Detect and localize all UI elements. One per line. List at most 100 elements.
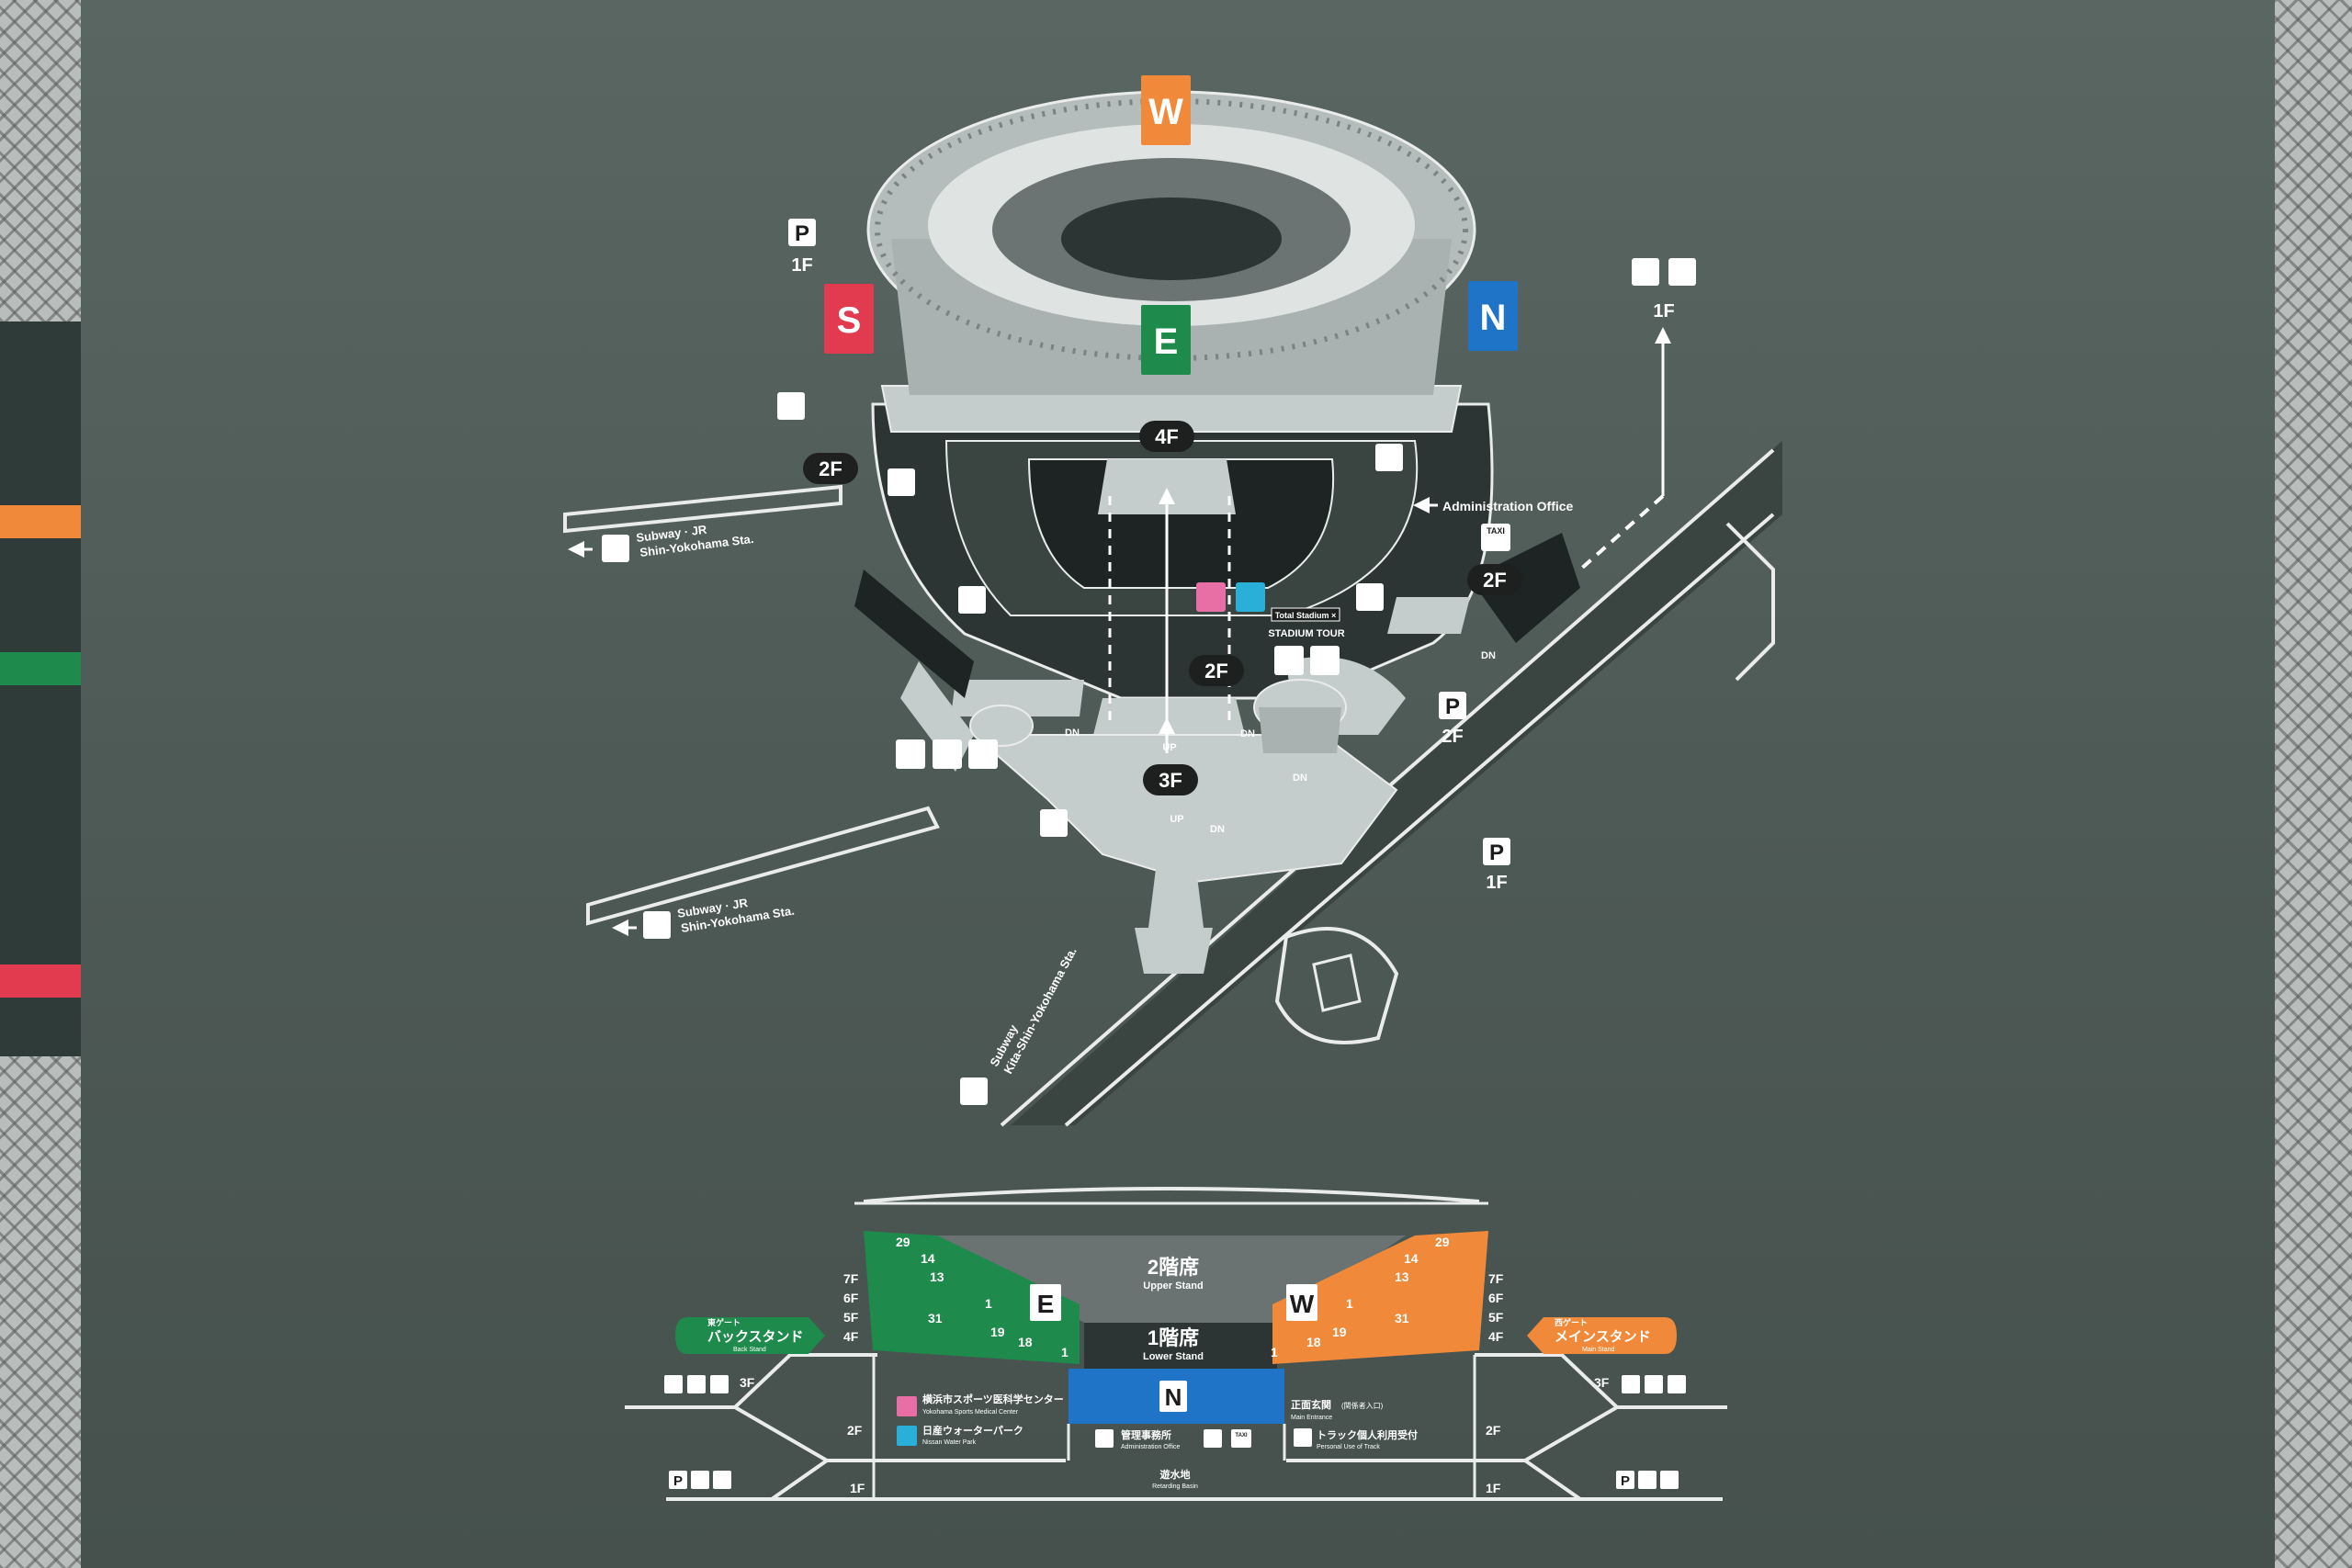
svg-text:Main Stand: Main Stand (1582, 1347, 1615, 1353)
svg-text:Administration Office: Administration Office (1442, 499, 1574, 513)
east-stand (864, 1231, 1080, 1364)
svg-text:1: 1 (1061, 1345, 1069, 1359)
medical-center-icon (1196, 582, 1226, 612)
svg-text:7F: 7F (1488, 1271, 1504, 1286)
atm-icon (1375, 444, 1403, 471)
water-park-icon (897, 1426, 917, 1446)
train-icon (960, 1077, 988, 1105)
svg-text:東ゲート: 東ゲート (707, 1317, 741, 1327)
svg-text:1: 1 (1346, 1296, 1353, 1311)
svg-text:3F: 3F (1159, 769, 1182, 792)
svg-text:4F: 4F (1155, 425, 1179, 448)
direction-markers: W S E N (824, 75, 1518, 375)
svg-text:Personal Use of Track: Personal Use of Track (1317, 1444, 1380, 1450)
svg-text:18: 18 (1018, 1335, 1033, 1349)
cross-section: N E W 2階席 Upper Stand 1階席 Lower Stand 29… (625, 1187, 1727, 1501)
svg-text:19: 19 (1332, 1325, 1347, 1339)
info-icon (888, 468, 915, 496)
svg-text:31: 31 (1395, 1311, 1409, 1325)
parking-icon: P (1616, 1471, 1634, 1489)
svg-text:W: W (1290, 1290, 1315, 1318)
elevator-icon (1356, 583, 1384, 611)
parking-icon: P (1483, 838, 1510, 865)
nursing-room-icon (1668, 1375, 1686, 1393)
svg-text:Administration Office: Administration Office (1121, 1444, 1181, 1450)
svg-text:S: S (837, 300, 862, 341)
svg-text:トラック個人利用受付: トラック個人利用受付 (1317, 1428, 1418, 1441)
svg-text:13: 13 (1395, 1269, 1409, 1284)
svg-text:P: P (1621, 1473, 1630, 1489)
admin-icon (1095, 1429, 1114, 1448)
svg-text:UP: UP (1162, 742, 1176, 753)
svg-text:2F: 2F (1486, 1423, 1501, 1438)
svg-text:P: P (1445, 694, 1460, 719)
medical-center-icon (897, 1396, 917, 1416)
north-marker (1468, 281, 1518, 351)
east-marker (1141, 305, 1191, 375)
restroom-icon (1274, 646, 1304, 675)
svg-text:N: N (1480, 298, 1507, 338)
svg-text:1F: 1F (791, 255, 812, 276)
svg-text:Lower Stand: Lower Stand (1143, 1351, 1204, 1362)
stairs-icon (1040, 809, 1068, 837)
svg-text:2F: 2F (847, 1423, 863, 1438)
nursing-room-icon (968, 739, 998, 769)
svg-text:3F: 3F (1594, 1375, 1610, 1390)
wheelchair-icon (687, 1375, 706, 1393)
svg-text:Yokohama Sports Medical Center: Yokohama Sports Medical Center (922, 1409, 1019, 1416)
svg-text:E: E (1037, 1290, 1055, 1318)
stairs-icon (777, 392, 805, 420)
svg-text:2F: 2F (819, 457, 842, 480)
svg-text:31: 31 (928, 1311, 943, 1325)
svg-text:1階席: 1階席 (1148, 1326, 1199, 1349)
svg-text:1F: 1F (1653, 301, 1674, 321)
svg-text:1: 1 (1271, 1345, 1278, 1359)
svg-text:19: 19 (990, 1325, 1005, 1339)
park-icon (1632, 258, 1659, 286)
svg-text:バックスタンド: バックスタンド (707, 1329, 804, 1345)
back-stand-label (675, 1317, 825, 1354)
nursing-room-icon (710, 1375, 729, 1393)
svg-text:5F: 5F (843, 1310, 859, 1325)
svg-text:18: 18 (1306, 1335, 1321, 1349)
svg-text:DN: DN (1240, 728, 1255, 739)
svg-text:E: E (1154, 321, 1179, 362)
svg-text:DN: DN (1481, 650, 1496, 661)
svg-text:TAXI: TAXI (1487, 526, 1505, 536)
svg-text:Upper Stand: Upper Stand (1143, 1280, 1203, 1292)
parking-icon (1204, 1429, 1222, 1448)
parking-icon: P (788, 219, 816, 246)
svg-text:P: P (673, 1473, 683, 1489)
svg-text:Main Entrance: Main Entrance (1291, 1415, 1332, 1421)
svg-text:P: P (795, 221, 809, 246)
svg-text:13: 13 (930, 1269, 944, 1284)
track-icon (1294, 1428, 1312, 1447)
restroom-icon (664, 1375, 683, 1393)
svg-text:29: 29 (896, 1235, 910, 1249)
svg-text:STADIUM TOUR: STADIUM TOUR (1268, 628, 1344, 639)
west-marker (1141, 75, 1191, 145)
tour-sign (1271, 607, 1340, 622)
taxi-icon: TAXI (1231, 1429, 1251, 1448)
svg-text:DN: DN (1210, 824, 1225, 835)
svg-text:1F: 1F (850, 1481, 865, 1495)
train-icon (602, 535, 629, 562)
svg-text:メインスタンド: メインスタンド (1555, 1329, 1651, 1345)
svg-text:遊水地: 遊水地 (1160, 1468, 1191, 1481)
wheelchair-icon (933, 739, 962, 769)
stadium-structure (854, 90, 1671, 974)
svg-text:W: W (1148, 92, 1183, 132)
svg-text:DN: DN (1293, 773, 1307, 784)
svg-text:P: P (1489, 840, 1504, 865)
svg-text:Total Stadium ×: Total Stadium × (1275, 611, 1337, 620)
svg-text:DN: DN (1065, 728, 1080, 739)
svg-text:西ゲート: 西ゲート (1555, 1317, 1588, 1327)
svg-text:N: N (1165, 1383, 1182, 1411)
svg-text:2F: 2F (1204, 660, 1228, 682)
svg-text:日産ウォーターパーク: 日産ウォーターパーク (922, 1424, 1023, 1437)
svg-text:UP: UP (1170, 814, 1183, 825)
taxi-icon: TAXI (1481, 524, 1510, 551)
svg-text:3F: 3F (740, 1375, 755, 1390)
elevator-icon (958, 586, 986, 614)
